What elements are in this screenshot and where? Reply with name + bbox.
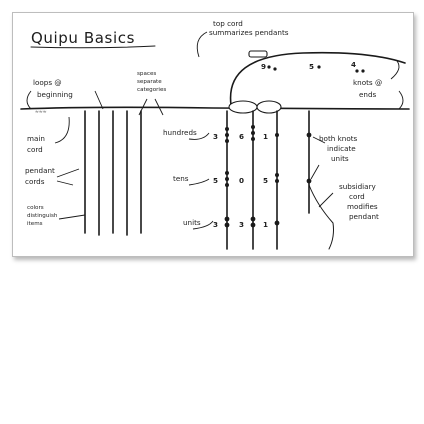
tens-arrow: [188, 178, 210, 186]
loop-illustration-text: ≈≈≈: [35, 110, 47, 115]
top-cord-arrow: [196, 31, 208, 58]
label-beginning: beginning: [37, 90, 73, 99]
left-pendant-cords: [84, 110, 142, 236]
label-items: items: [27, 221, 43, 227]
top-cord-digit-2: 5: [309, 62, 314, 71]
label-loops: loops @: [33, 78, 62, 87]
top-cord-knot: [248, 50, 268, 58]
label-spaces: spaces: [137, 71, 156, 77]
pendant2-hundreds: 6: [239, 132, 244, 141]
pendant1-units: 3: [213, 220, 218, 229]
label-hundreds: hundreds: [163, 128, 197, 137]
top-cord-digit-1: 9: [261, 62, 266, 71]
subsidiary-cord: [308, 184, 334, 250]
pendant1-hundreds: 3: [213, 132, 218, 141]
pendant-knots: [224, 125, 280, 228]
colors-arrow: [58, 214, 86, 220]
pendant3-units: 1: [263, 220, 268, 229]
label-pendant-right: pendant: [349, 212, 379, 221]
pendant3-hundreds: 1: [263, 132, 268, 141]
quipu-diagram-card: Quipu Basics top cord summarizes pendant…: [12, 12, 414, 257]
quipu-diagram: Quipu Basics top cord summarizes pendant…: [20, 19, 410, 250]
label-units: units: [183, 218, 201, 227]
label-categories: categories: [137, 87, 166, 93]
label-modifies: modifies: [347, 202, 378, 211]
top-cord-digit-3: 4: [351, 60, 356, 69]
label-subsidiary: subsidiary: [339, 182, 377, 191]
pendant3-tens: 5: [263, 176, 268, 185]
label-cord: cord: [27, 145, 43, 154]
far-right-knot-2: [306, 178, 312, 184]
diagram-title: Quipu Basics: [31, 29, 135, 47]
label-units-right: units: [331, 154, 349, 163]
label-cords: cords: [25, 177, 45, 186]
pendant1-tens: 5: [213, 176, 218, 185]
top-cord-knots: [267, 65, 365, 73]
loops-arrows: [26, 90, 104, 110]
label-ends: ends: [359, 90, 377, 99]
label-main: main: [27, 134, 45, 143]
pendant2-units: 3: [239, 220, 244, 229]
pendant-arrows: [56, 168, 80, 186]
label-both-knots: both knots: [319, 134, 358, 143]
units-arrow: [192, 220, 214, 230]
label-distinguish: distinguish: [27, 213, 58, 219]
label-top-cord: top cord: [213, 19, 243, 28]
label-indicate: indicate: [327, 144, 356, 153]
label-subsidiary-cord: cord: [349, 192, 365, 201]
subsidiary-arrow: [318, 192, 334, 208]
label-colors: colors: [27, 205, 44, 211]
knots-arrows: [390, 60, 404, 110]
label-separate: separate: [137, 79, 162, 85]
both-knots-arrows: [310, 136, 326, 180]
main-cord: [20, 106, 410, 110]
label-summarizes-pendants: summarizes pendants: [209, 28, 289, 37]
label-pendant: pendant: [25, 166, 55, 175]
hundreds-arrow: [188, 132, 210, 140]
title-underline: [30, 45, 156, 49]
label-knots: knots @: [353, 78, 382, 87]
main-cord-knot-2: [256, 100, 282, 114]
main-cord-arrow: [54, 116, 70, 144]
pendant2-tens: 0: [239, 176, 244, 185]
top-cord: [229, 51, 406, 106]
label-tens: tens: [173, 174, 189, 183]
far-right-knot-1: [306, 132, 312, 138]
